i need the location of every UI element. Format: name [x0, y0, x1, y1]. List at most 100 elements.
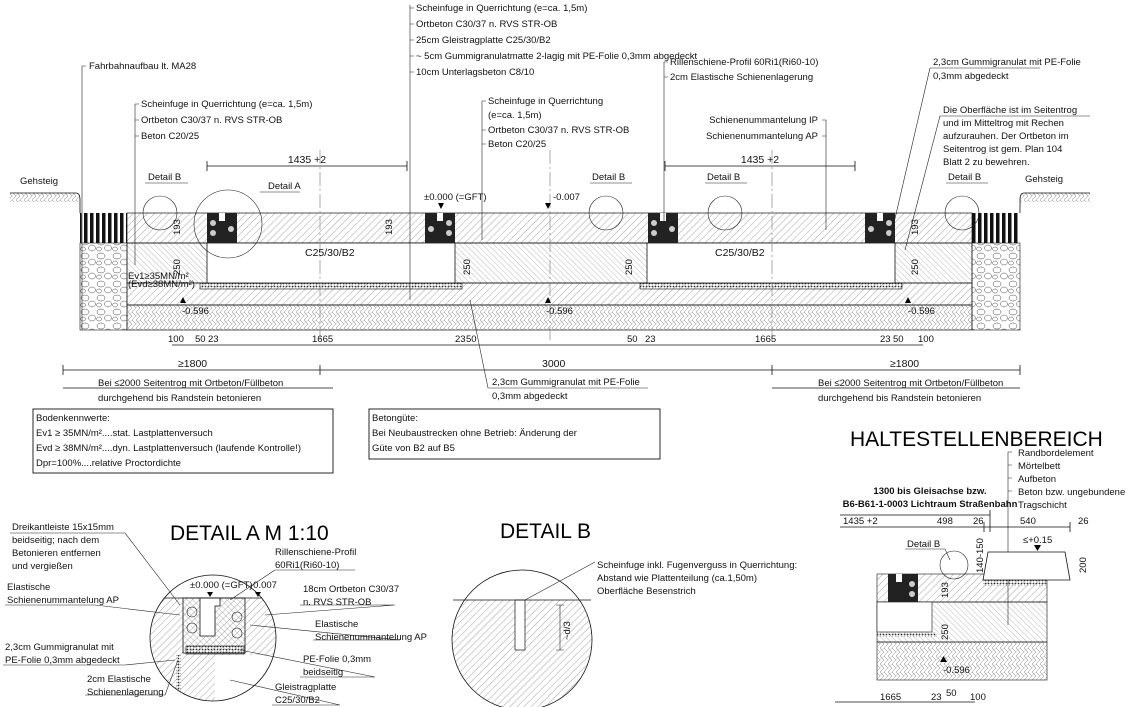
- trough-right: [646, 242, 896, 284]
- level-label: -0.596: [943, 665, 970, 676]
- box-line: Ev1 ≥ 35MN/m²....stat. Lastplattenversuc…: [36, 428, 213, 439]
- box-title: Bodenkennwerte:: [36, 413, 110, 424]
- dim: 1665: [312, 334, 333, 345]
- detail-b-circle: [451, 569, 593, 707]
- note: Schienenlagerung: [87, 687, 164, 698]
- box-line: Güte von B2 auf B5: [372, 443, 455, 454]
- dim-250: 250: [172, 259, 183, 275]
- rail-icon: [425, 213, 455, 243]
- gravel-right: [971, 242, 1021, 331]
- note: 0,3mm abgedeckt: [492, 391, 568, 402]
- bodenkennwerte-box: Bodenkennwerte: Ev1 ≥ 35MN/m²....stat. L…: [32, 408, 334, 474]
- dim: ≥1800: [178, 358, 207, 370]
- gravel-left: [79, 242, 128, 331]
- note: Ortbeton C30/37 n. RVS STR-OB: [416, 19, 557, 30]
- note: Rillenschiene-Profil 60Ri1(Ri60-10): [670, 57, 818, 68]
- dimension-row-1: 100 50 23 1665 23 50 50 23 1665 23 50 10…: [168, 334, 934, 345]
- note: Schienenummantelung IP: [709, 115, 818, 126]
- note: 10cm Unterlagsbeton C8/10: [416, 67, 534, 78]
- box-line: Evd ≥ 38MN/m²....dyn. Lastplattenversuch…: [36, 443, 301, 454]
- detail-b-label: Detail B: [707, 172, 740, 183]
- sidewalk-label: Gehsteig: [1025, 174, 1063, 185]
- dim: 23: [931, 692, 942, 703]
- layer-subgrade: [126, 304, 973, 331]
- trough-left: [206, 242, 456, 284]
- detail-b-label: Detail B: [592, 172, 625, 183]
- rail-icon: [888, 574, 918, 602]
- rail-profiles: [207, 213, 895, 243]
- note: und vergießen: [12, 561, 73, 572]
- sidewalk-right: [1020, 193, 1090, 202]
- level-label: -0.596: [182, 306, 209, 317]
- detail-b-marker: [588, 195, 624, 231]
- slab-label: C25/30/B2: [715, 247, 765, 259]
- box-title: Betongüte:: [372, 413, 418, 424]
- note: durchgehend bis Randstein betonieren: [818, 393, 981, 404]
- layer-label: Randbordelement: [1018, 448, 1094, 459]
- level-label: -0.007: [250, 580, 277, 591]
- note: 2,3cm Gummigranulat mit PE-Folie: [492, 377, 640, 388]
- note: Oberfläche Besenstrich: [597, 586, 696, 597]
- top-notes: Scheinfuge in Querrichtung (e=ca. 1,5m) …: [416, 3, 698, 78]
- betonguete-box: Betongüte: Bei Neubaustrecken ohne Betri…: [368, 408, 661, 460]
- detail-b: DETAIL B ~d/3 Scheinfuge inkl. Fugenverg…: [451, 520, 797, 707]
- rubber-mat-left: [199, 282, 463, 290]
- dim-250: 250: [462, 259, 473, 275]
- detail-b-label: Detail B: [948, 172, 981, 183]
- gauge-dimension: 1435 +2: [741, 154, 779, 166]
- note: Seitentrog ist gem. Plan 104: [943, 144, 1062, 155]
- dim: 26: [973, 516, 984, 527]
- sidewalk-left: [10, 193, 80, 202]
- note: Betonieren entfernen: [12, 548, 101, 559]
- dim-250: 250: [624, 259, 635, 275]
- note: PE-Folie 0,3mm: [303, 654, 371, 665]
- detail-b-label: Detail B: [148, 172, 181, 183]
- dim-250: 250: [940, 624, 951, 640]
- note: 60Ri1(Ri60-10): [275, 560, 339, 571]
- note: Scheinfuge in Querrichtung: [488, 96, 603, 107]
- note: Bei ≤2000 Seitentrog mit Ortbeton/Füllbe…: [818, 378, 1003, 389]
- haltestelle-title: HALTESTELLENBEREICH: [850, 428, 1103, 451]
- box-line: Bei Neubaustrecken ohne Betrieb: Änderun…: [372, 428, 577, 439]
- rail-icon: [648, 213, 678, 243]
- note: Abstand wie Plattenteilung (ca.1,50m): [597, 573, 757, 584]
- level-label: -0.596: [546, 306, 573, 317]
- dim: 23: [455, 334, 466, 345]
- curb-left: [80, 213, 127, 243]
- ev-label: Ev1≥35MN/m²: [128, 271, 189, 282]
- note: Scheinfuge in Querrichtung (e=ca. 1,5m): [141, 99, 312, 110]
- note: Schienenummantelung AP: [315, 632, 427, 643]
- note: Beton C20/25: [488, 139, 546, 150]
- detail-a-label: Detail A: [268, 181, 301, 192]
- note: Ortbeton C30/37 n. RVS STR-OB: [488, 125, 629, 136]
- gauge-dimension: 1435 +2: [288, 154, 326, 166]
- box-line: Dpr=100%....relative Proctordichte: [36, 458, 181, 469]
- dim: 50: [627, 334, 638, 345]
- note: 25cm Gleistragplatte C25/30/B2: [416, 35, 551, 46]
- dim: 1435 +2: [843, 516, 878, 527]
- note: 18cm Ortbeton C30/37: [303, 584, 399, 595]
- note: Elastische: [7, 582, 50, 593]
- layer-label: Aufbeton: [1018, 474, 1056, 485]
- dim: 540: [1020, 516, 1036, 527]
- dim: 23: [880, 334, 891, 345]
- note: Beton C20/25: [141, 131, 199, 142]
- detail-b-marker: [944, 195, 980, 231]
- level-label: ≤+0.15: [1023, 535, 1052, 546]
- detail-b-marker: [142, 195, 178, 231]
- detail-a-title: DETAIL A M 1:10: [170, 522, 329, 545]
- dim: 498: [937, 516, 953, 527]
- dim-200: 200: [1078, 557, 1089, 573]
- level-gft: ±0.000 (=GFT): [190, 580, 253, 591]
- clearance-note: B6-B61-1-0003 Lichtraum Straßenbahn: [843, 499, 1018, 510]
- note: Schienenummantelung AP: [7, 595, 119, 606]
- layer-label: Mörtelbett: [1018, 461, 1061, 472]
- slab-label: C25/30/B2: [305, 247, 355, 259]
- level-label: -0.007: [553, 192, 580, 203]
- note: ~ 5cm Gummigranulatmatte 2-lagig mit PE-…: [416, 51, 698, 62]
- note: Bei ≤2000 Seitentrog mit Ortbeton/Füllbe…: [98, 378, 283, 389]
- fahrbahnaufbau-note: Fahrbahnaufbau lt. MA28: [89, 61, 196, 72]
- dim: 23: [208, 334, 219, 345]
- rail-icon: [207, 213, 237, 243]
- dim: 50: [893, 334, 904, 345]
